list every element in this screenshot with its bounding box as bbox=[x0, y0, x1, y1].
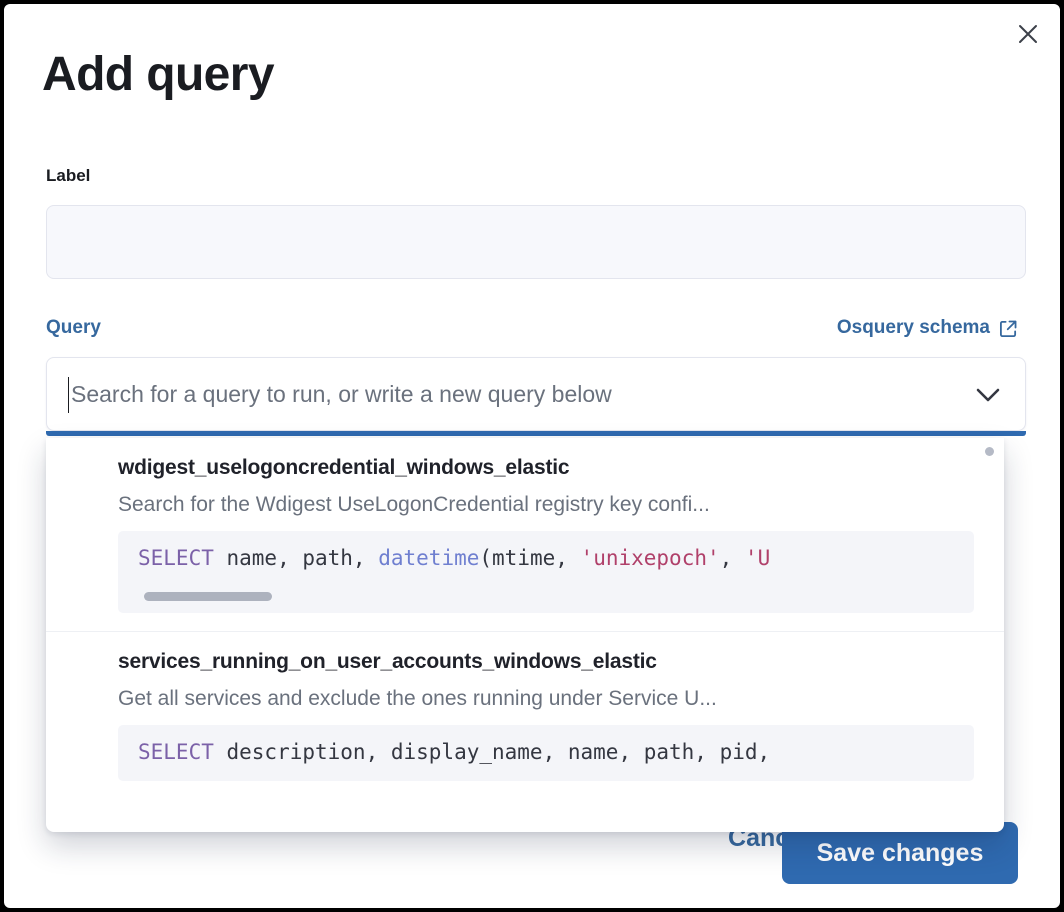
suggestion-sql-preview: SELECT name, path, datetime(mtime, 'unix… bbox=[118, 531, 974, 614]
sql-string-2: 'U bbox=[744, 546, 771, 570]
label-input[interactable] bbox=[46, 205, 1026, 279]
spacer bbox=[118, 613, 974, 631]
sql-keyword: SELECT bbox=[138, 740, 214, 765]
query-suggestions-dropdown[interactable]: wdigest_uselogoncredential_windows_elast… bbox=[46, 438, 1004, 832]
list-item[interactable]: wdigest_uselogoncredential_windows_elast… bbox=[46, 438, 1004, 631]
dropdown-scrollbar-thumb[interactable] bbox=[985, 447, 994, 456]
osquery-schema-link-label: Osquery schema bbox=[836, 317, 990, 338]
text-cursor bbox=[68, 377, 69, 413]
list-item[interactable]: services_running_on_user_accounts_window… bbox=[46, 631, 1004, 781]
sql-keyword: SELECT bbox=[138, 546, 214, 570]
sql-code: SELECT name, path, datetime(mtime, 'unix… bbox=[138, 544, 974, 572]
close-icon-glyph bbox=[1019, 25, 1037, 43]
sql-text-1: name, path, bbox=[213, 546, 379, 570]
external-link-icon bbox=[999, 319, 1018, 338]
sql-string-1: 'unixepoch' bbox=[580, 546, 720, 570]
save-changes-button[interactable]: Save changes bbox=[782, 822, 1018, 884]
suggestion-description: Get all services and exclude the ones ru… bbox=[118, 687, 717, 711]
suggestion-title: services_running_on_user_accounts_window… bbox=[118, 650, 657, 674]
query-combobox[interactable] bbox=[46, 357, 1026, 431]
osquery-schema-link[interactable]: Osquery schema bbox=[837, 317, 1018, 339]
code-horizontal-scrollbar[interactable] bbox=[144, 592, 272, 602]
suggestion-title: wdigest_uselogoncredential_windows_elast… bbox=[118, 456, 570, 479]
suggestion-sql-preview: SELECT description, display_name, name, … bbox=[118, 725, 974, 781]
sql-text-3: , bbox=[719, 546, 745, 570]
chevron-down-icon[interactable] bbox=[973, 380, 1003, 410]
suggestion-description: Search for the Wdigest UseLogonCredentia… bbox=[118, 493, 710, 516]
sql-text-1: description, display_name, name, path, p… bbox=[213, 740, 771, 765]
page-title: Add query bbox=[42, 48, 275, 101]
close-icon[interactable] bbox=[1008, 14, 1048, 54]
combobox-focus-underline bbox=[46, 431, 1026, 436]
sql-code: SELECT description, display_name, name, … bbox=[138, 738, 974, 766]
sql-text-2: (mtime, bbox=[479, 546, 581, 570]
query-search-input[interactable] bbox=[69, 358, 969, 430]
sql-function: datetime bbox=[378, 546, 480, 570]
label-field-label: Label bbox=[46, 166, 91, 185]
query-section-label: Query bbox=[46, 317, 101, 338]
